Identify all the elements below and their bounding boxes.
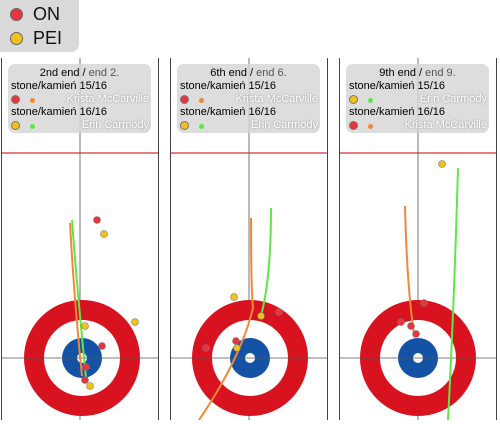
trail-on xyxy=(198,217,255,420)
end-panel-2: 6th end / end 6. stone/kamień 15/16 Kris… xyxy=(170,58,328,420)
sheet-diagram-1 xyxy=(2,58,158,420)
shot-team-stone xyxy=(349,121,358,130)
stone-pei xyxy=(81,322,89,330)
stone-on xyxy=(397,318,405,326)
legend-label-pei: PEI xyxy=(33,27,63,48)
shot-label: stone/kamień 15/16 xyxy=(11,80,108,92)
end-title: 9th end / end 9. xyxy=(379,67,456,79)
shot-label: stone/kamień 15/16 xyxy=(349,80,446,92)
stone-pei xyxy=(257,312,265,320)
shot-label: stone/kamień 16/16 xyxy=(11,106,108,118)
shot-team-stone xyxy=(11,121,20,130)
stone-on xyxy=(407,322,415,330)
shot-player-name: Krista McCarville xyxy=(404,119,487,131)
stone-pei xyxy=(100,230,108,238)
end-panel-1: 2nd end / end 2. stone/kamień 15/16 Kris… xyxy=(1,58,159,420)
stone-on xyxy=(202,344,210,352)
trail-on xyxy=(404,205,415,334)
shot-trail-swatch xyxy=(199,124,204,129)
shot-team-stone xyxy=(349,95,358,104)
shot-entry: Krista McCarville xyxy=(180,93,318,107)
shot-trail-swatch xyxy=(30,98,35,103)
legend-swatch-on xyxy=(10,7,23,21)
legend-swatch-pei xyxy=(10,31,23,45)
stone-on xyxy=(82,363,90,371)
legend-item-pei: PEI xyxy=(10,27,62,49)
shot-entry: Erin Carmody xyxy=(11,119,149,133)
team-legend: ON PEI xyxy=(0,0,79,52)
shot-entry: Erin Carmody xyxy=(349,93,487,107)
legend-label-on: ON xyxy=(33,3,60,24)
stone-on xyxy=(81,376,89,384)
shot-team-stone xyxy=(11,95,20,104)
stone-pei xyxy=(233,344,241,352)
stone-on xyxy=(275,308,283,316)
trail-pei xyxy=(447,167,459,420)
shot-entry: Krista McCarville xyxy=(349,119,487,133)
shot-entry: Erin Carmody xyxy=(180,119,318,133)
stone-on xyxy=(98,342,106,350)
trail-on xyxy=(69,222,83,377)
shot-trail-swatch xyxy=(368,124,373,129)
shot-team-stone xyxy=(180,121,189,130)
shot-info-box: 2nd end / end 2. stone/kamień 15/16 Kris… xyxy=(8,64,151,133)
shot-trail-swatch xyxy=(368,98,373,103)
sheet-diagram-2 xyxy=(171,58,327,420)
shot-trail-swatch xyxy=(199,98,204,103)
stone-on xyxy=(412,330,420,338)
shot-player-name: Krista McCarville xyxy=(66,93,149,105)
shot-player-name: Erin Carmody xyxy=(419,93,487,105)
shot-player-name: Erin Carmody xyxy=(250,119,318,131)
legend-item-on: ON xyxy=(10,3,60,25)
shot-player-name: Erin Carmody xyxy=(81,119,149,131)
stone-on xyxy=(93,216,101,224)
end-title: 6th end / end 6. xyxy=(210,67,287,79)
trail-pei xyxy=(260,207,272,317)
stone-pei xyxy=(438,160,446,168)
stone-on xyxy=(232,337,240,345)
stone-pei xyxy=(131,318,139,326)
end-panel-3: 9th end / end 9. stone/kamień 15/16 Erin… xyxy=(339,58,497,420)
shot-trail-swatch xyxy=(30,124,35,129)
stone-pei xyxy=(86,382,94,390)
shot-player-name: Krista McCarville xyxy=(235,93,318,105)
shot-label: stone/kamień 15/16 xyxy=(180,80,277,92)
shot-team-stone xyxy=(180,95,189,104)
sheet-diagram-3 xyxy=(340,58,496,420)
shot-entry: Krista McCarville xyxy=(11,93,149,107)
end-title: 2nd end / end 2. xyxy=(39,67,120,79)
shot-label: stone/kamień 16/16 xyxy=(349,106,446,118)
shot-info-box: 9th end / end 9. stone/kamień 15/16 Erin… xyxy=(346,64,489,133)
trail-pei xyxy=(71,219,87,379)
stone-on xyxy=(420,299,428,307)
stone-pei xyxy=(230,293,238,301)
shot-label: stone/kamień 16/16 xyxy=(180,106,277,118)
shot-info-box: 6th end / end 6. stone/kamień 15/16 Kris… xyxy=(177,64,320,133)
